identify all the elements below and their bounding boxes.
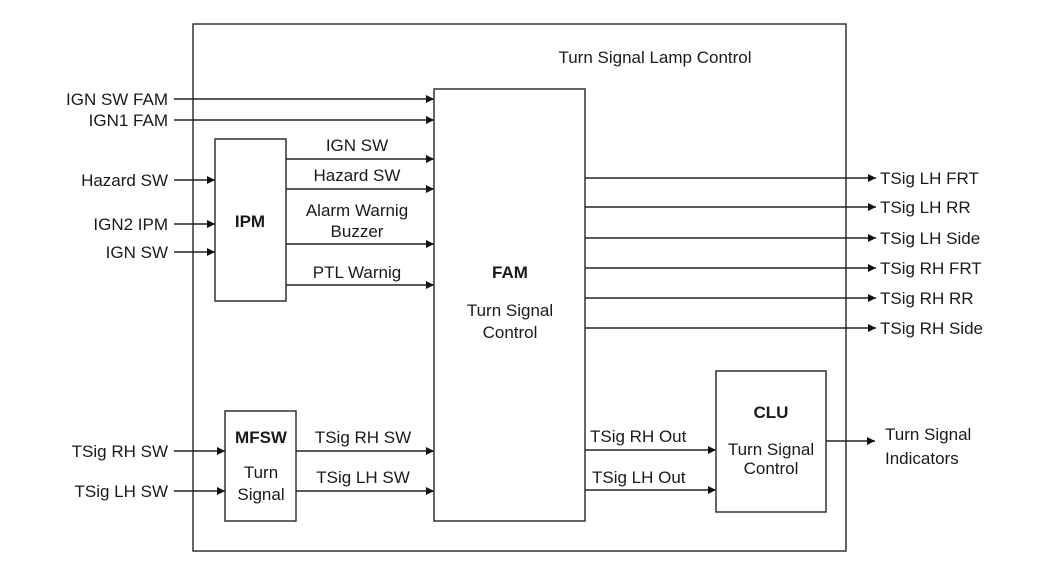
input-label: IGN SW <box>106 243 168 262</box>
fam-function-line-2: Control <box>483 323 538 342</box>
input-label: TSig RH SW <box>72 442 168 461</box>
fam-function-line-1: Turn Signal <box>467 301 553 320</box>
mfsw-block: MFSW Turn Signal <box>224 410 297 522</box>
input-label: TSig LH SW <box>74 482 168 501</box>
mfsw-outputs: TSig RH SW TSig LH SW <box>296 428 434 495</box>
ipm-outputs: IGN SW Hazard SW Alarm Warnig Buzzer PTL… <box>286 136 434 289</box>
ipm-block: IPM <box>214 138 287 302</box>
output-label: TSig LH Side <box>880 229 980 248</box>
clu-function-line-2: Control <box>744 459 799 478</box>
mfsw-inputs: TSig RH SW TSig LH SW <box>72 442 225 501</box>
signal-label: TSig RH Out <box>590 427 687 446</box>
input-label: IGN SW FAM <box>66 90 168 109</box>
signal-label: TSig LH SW <box>316 468 410 487</box>
ipm-inputs: Hazard SW IGN2 IPM IGN SW <box>81 171 215 262</box>
signal-label: PTL Warnig <box>313 263 402 282</box>
output-label: TSig LH RR <box>880 198 971 217</box>
signal-label: Alarm Warnig <box>306 201 408 220</box>
output-label: TSig RH Side <box>880 319 983 338</box>
clu-label: CLU <box>754 403 789 422</box>
clu-block: CLU Turn Signal Control <box>715 370 827 513</box>
mfsw-label: MFSW <box>235 428 288 447</box>
input-label: Hazard SW <box>81 171 168 190</box>
input-label: IGN1 FAM <box>89 111 168 130</box>
output-label: TSig RH FRT <box>880 259 982 278</box>
output-label: Turn Signal <box>885 425 971 444</box>
signal-label: IGN SW <box>326 136 388 155</box>
fam-outputs: TSig LH FRT TSig LH RR TSig LH Side TSig… <box>585 169 983 338</box>
fam-block: FAM Turn Signal Control <box>433 88 586 522</box>
fam-to-clu: TSig RH Out TSig LH Out <box>585 427 716 494</box>
mfsw-function-line-1: Turn <box>244 463 278 482</box>
ipm-label: IPM <box>235 212 265 231</box>
diagram-title: Turn Signal Lamp Control <box>558 48 751 67</box>
output-label: Indicators <box>885 449 959 468</box>
system-boundary <box>192 23 847 552</box>
signal-label: Buzzer <box>331 222 384 241</box>
output-label: TSig RH RR <box>880 289 974 308</box>
clu-output: Turn Signal Indicators <box>826 425 971 468</box>
signal-label: TSig RH SW <box>315 428 411 447</box>
mfsw-function-line-2: Signal <box>237 485 284 504</box>
clu-function-line-1: Turn Signal <box>728 440 814 459</box>
fam-external-inputs: IGN SW FAM IGN1 FAM <box>66 90 434 130</box>
input-label: IGN2 IPM <box>93 215 168 234</box>
signal-label: Hazard SW <box>314 166 401 185</box>
output-label: TSig LH FRT <box>880 169 979 188</box>
signal-label: TSig LH Out <box>592 468 686 487</box>
fam-label: FAM <box>492 263 528 282</box>
